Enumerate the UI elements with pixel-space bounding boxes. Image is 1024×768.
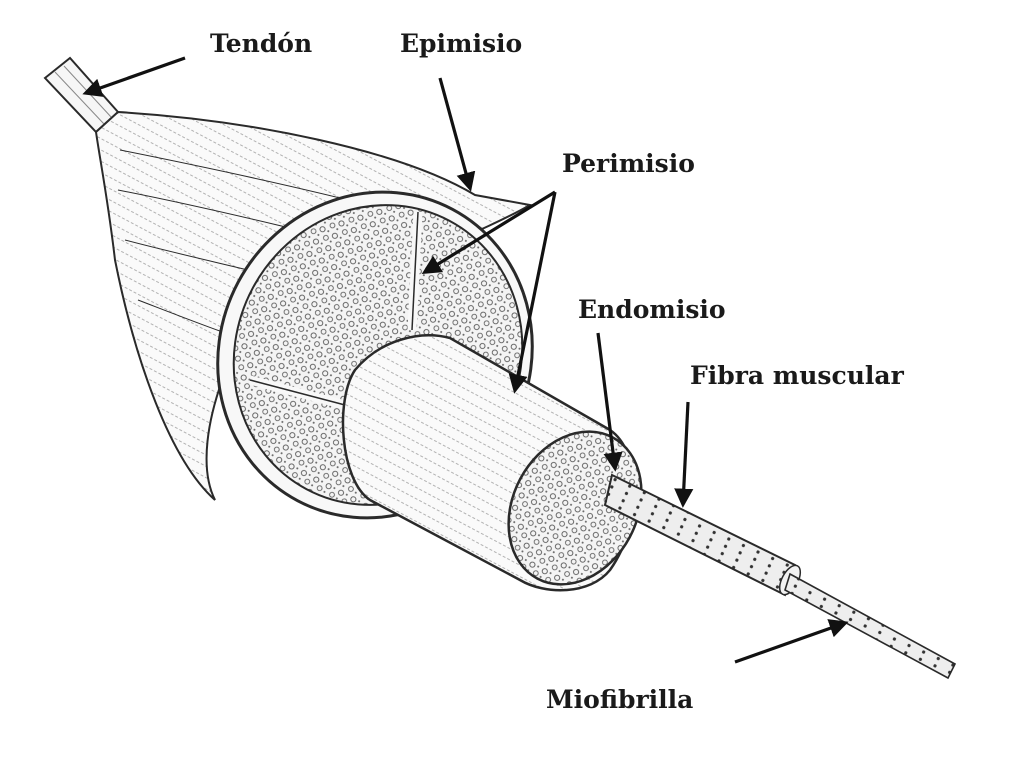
label-epimisio: Epimisio (400, 29, 522, 58)
arrow-miofibrilla (734, 619, 849, 664)
arrow-tendon (82, 56, 186, 97)
arrow-endomisio (596, 332, 623, 472)
label-tendon: Tendón (210, 29, 312, 58)
arrow-epimisio (438, 77, 476, 192)
arrow-perimisio-1 (421, 190, 556, 275)
fascicle-cylinder (341, 334, 643, 592)
arrow-fibra-muscular (674, 401, 694, 508)
label-endomisio: Endomisio (578, 295, 726, 324)
label-fibra-muscular: Fibra muscular (690, 361, 905, 390)
muscle-fiber-shape (603, 473, 802, 597)
arrow-perimisio-2 (508, 191, 557, 394)
tendon-shape (43, 56, 120, 134)
myofibril-shape (784, 572, 957, 680)
label-perimisio: Perimisio (562, 149, 695, 178)
label-miofibrilla: Miofibrilla (546, 685, 693, 714)
